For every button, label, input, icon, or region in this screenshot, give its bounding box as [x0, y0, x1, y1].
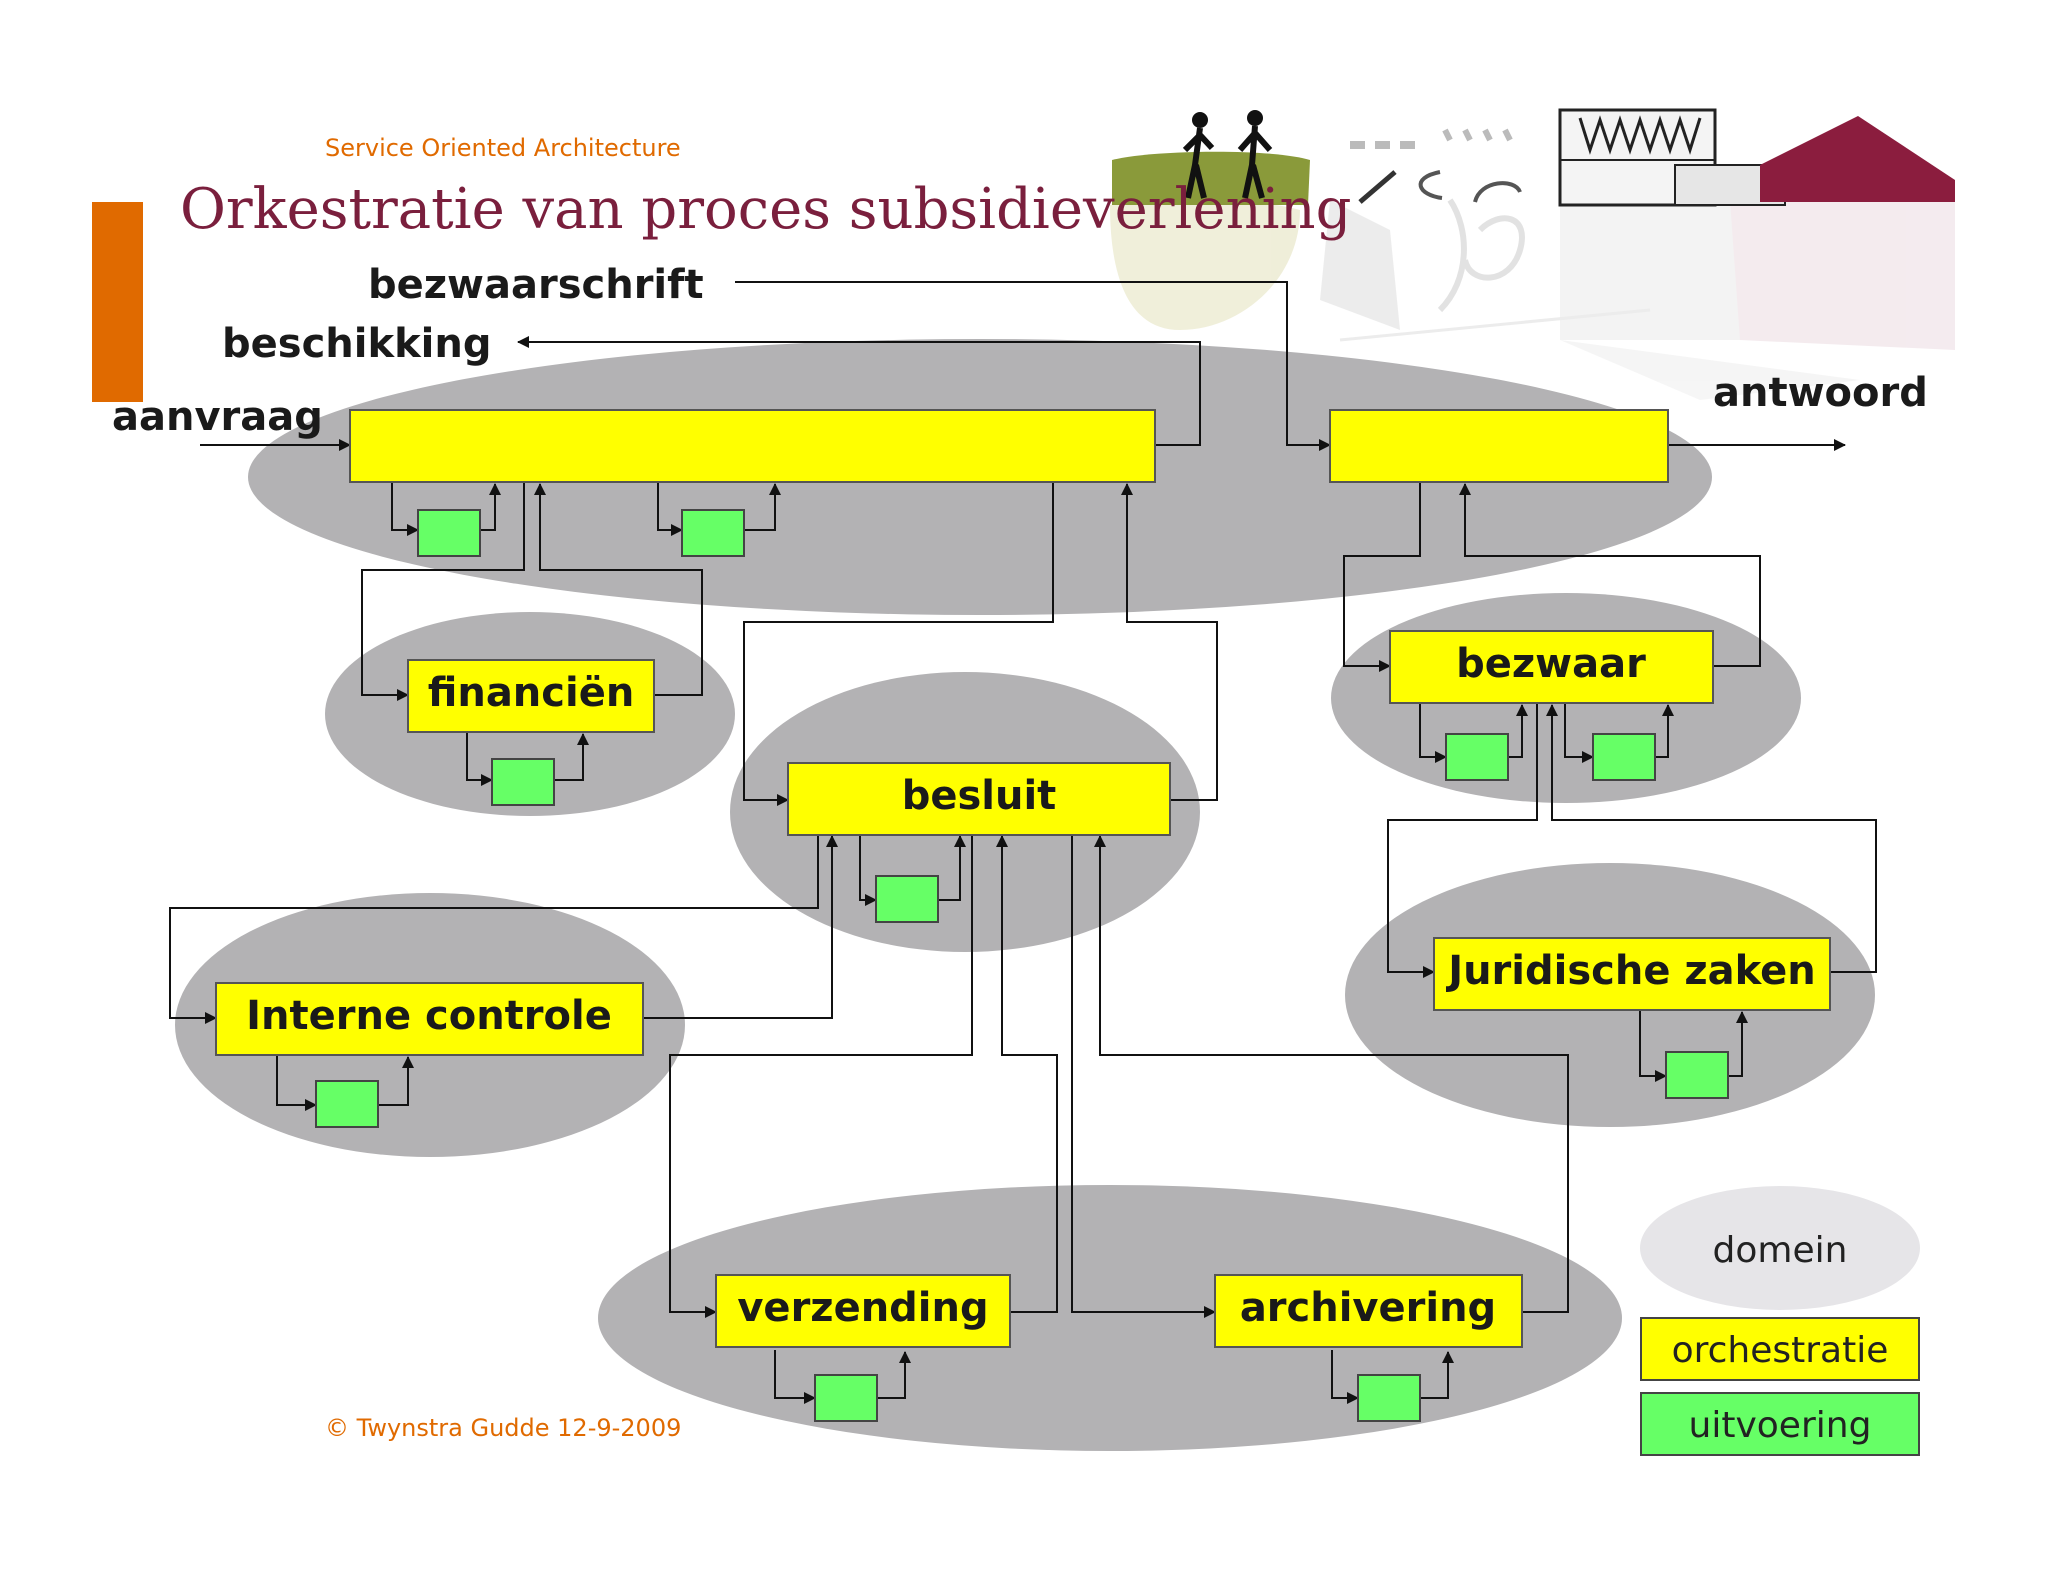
orchestration-box-main — [349, 409, 1156, 483]
execution-box — [1357, 1374, 1421, 1422]
legend-label-domein: domein — [1713, 1230, 1848, 1271]
service-box-bezwaar — [1389, 630, 1714, 704]
flow-label-beschikking: beschikking — [222, 321, 492, 367]
connector-lines — [169, 281, 1877, 1404]
page-title: Orkestratie van proces subsidieverlening — [180, 177, 1351, 242]
execution-box — [875, 875, 939, 923]
execution-box — [1592, 733, 1656, 781]
legend-domain-swatch — [1640, 1186, 1920, 1310]
execution-box — [417, 509, 481, 557]
accent-bar — [92, 202, 143, 402]
legend-label-uitvoering: uitvoering — [1689, 1405, 1872, 1446]
legend-execution-swatch — [1640, 1392, 1920, 1456]
execution-box — [1445, 733, 1509, 781]
service-label-juridische-zaken: Juridische zaken — [1445, 948, 1816, 994]
service-label-interne-controle: Interne controle — [246, 993, 612, 1039]
service-interne-controle: Interne controle — [215, 982, 644, 1056]
logo-maroon-roof — [1760, 116, 1955, 202]
service-verzending: verzending — [715, 1274, 1011, 1348]
execution-box — [814, 1374, 878, 1422]
header-subtitle: Service Oriented Architecture — [325, 134, 681, 162]
footer-copyright: © Twynstra Gudde 12-9-2009 — [325, 1414, 681, 1442]
service-box-juridische-zaken — [1433, 937, 1831, 1011]
service-financien: financiën — [407, 659, 655, 733]
legend-label-orchestratie: orchestratie — [1672, 1330, 1889, 1371]
logo-buildings-sketch — [1558, 108, 1786, 207]
service-label-verzending: verzending — [737, 1285, 988, 1331]
service-box-interne-controle — [215, 982, 644, 1056]
service-juridische-zaken: Juridische zaken — [1433, 937, 1831, 1011]
service-label-bezwaar: bezwaar — [1456, 641, 1646, 687]
legend-orchestration-swatch — [1640, 1317, 1920, 1381]
execution-box — [315, 1080, 379, 1128]
orchestration-box-antwoord — [1329, 409, 1669, 483]
execution-boxes — [315, 509, 1729, 1422]
service-label-financien: financiën — [428, 670, 635, 716]
header-logo-artwork — [1110, 108, 1955, 400]
service-box-verzending — [715, 1274, 1011, 1348]
flow-label-bezwaarschrift: bezwaarschrift — [368, 262, 704, 308]
service-box-archivering — [1214, 1274, 1523, 1348]
logo-watermark — [1110, 198, 1955, 400]
execution-box — [1665, 1051, 1729, 1099]
service-bezwaar: bezwaar — [1389, 630, 1714, 704]
service-box-besluit — [787, 762, 1171, 836]
flow-label-aanvraag: aanvraag — [112, 394, 323, 440]
service-label-archivering: archivering — [1240, 1285, 1496, 1331]
logo-people-artwork — [1112, 110, 1310, 205]
execution-box — [681, 509, 745, 557]
service-box-financien — [407, 659, 655, 733]
logo-ise-mark — [1350, 128, 1522, 204]
service-label-besluit: besluit — [902, 773, 1057, 819]
service-archivering: archivering — [1214, 1274, 1523, 1348]
flow-label-antwoord: antwoord — [1713, 370, 1928, 416]
execution-box — [491, 758, 555, 806]
legend: domein orchestratie uitvoering — [1640, 1186, 1920, 1456]
service-besluit: besluit — [787, 762, 1171, 836]
